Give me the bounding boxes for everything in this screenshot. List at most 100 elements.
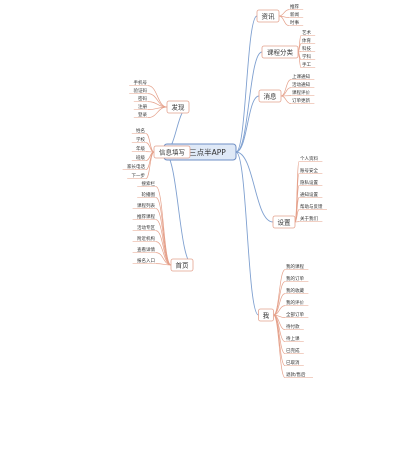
leaf-label: 上课通知 [292,73,310,80]
leaf-node[interactable]: 年级 [131,145,146,152]
leaf-node[interactable]: 学校 [131,136,146,143]
leaf-label: 艺术 [302,29,311,36]
leaf-node[interactable]: 全部订单 [285,311,309,318]
leaf-label: 班级 [136,154,145,161]
leaf-node[interactable]: 手工 [301,61,316,68]
leaf-node[interactable]: 推荐 [289,3,304,10]
connector-line [280,95,292,104]
leaf-label: 注册 [138,103,147,110]
branch-label: 设置 [278,218,292,227]
leaf-label: 登录 [138,111,147,118]
branch-zixun[interactable]: 资讯 [256,9,280,23]
leaf-node[interactable]: 艺术 [301,29,316,36]
leaf-node[interactable]: 活动通知 [291,81,315,88]
leaf-node[interactable]: 手机号 [129,79,148,86]
branch-xinxi[interactable]: 信息填写 [153,145,191,159]
leaf-label: 已取消 [286,359,300,366]
leaf-node[interactable]: 家长电话 [122,163,146,170]
leaf-node[interactable]: 密码 [133,95,148,102]
leaf-label: 隐私设置 [300,179,318,186]
leaf-node[interactable]: 课程评价 [291,89,315,96]
leaf-label: 待付款 [286,323,300,330]
branch-label: 信息填写 [159,148,185,157]
leaf-node[interactable]: 搜索栏 [137,180,156,187]
leaf-label: 退款/售后 [286,371,306,378]
connector-line [278,15,290,26]
leaf-node[interactable]: 我的订单 [285,275,309,282]
branch-label: 发现 [172,103,186,112]
leaf-label: 时事 [290,19,299,26]
leaf-label: 密码 [138,95,147,102]
leaf-node[interactable]: 隐私设置 [299,179,323,186]
leaf-node[interactable]: 个人资料 [299,155,323,162]
leaf-label: 推荐 [290,3,299,10]
branch-faxian[interactable]: 发现 [166,100,190,114]
connector-line [235,15,258,153]
leaf-node[interactable]: 已完成 [285,347,304,354]
connector-line [235,151,274,223]
leaf-node[interactable]: 体育 [301,37,316,44]
connector-line [145,151,155,179]
branch-xiaoxi[interactable]: 消息 [258,89,282,103]
leaf-label: 订单更新 [292,97,310,104]
leaf-node[interactable]: 我的课程 [285,263,309,270]
leaf-node[interactable]: 姓名 [131,127,146,134]
leaf-node[interactable]: 下一步 [127,173,146,179]
leaf-node[interactable]: 活动专区 [132,224,156,231]
leaf-label: 待上课 [286,335,300,342]
connector-line [155,263,172,266]
leaf-label: 活动通知 [292,81,310,88]
leaf-node[interactable]: 退款/售后 [285,371,313,378]
connector-line [273,314,286,378]
leaf-node[interactable]: 课程列表 [132,202,156,209]
leaf-node[interactable]: 账号安全 [299,167,323,174]
leaf-label: 查看详情 [137,246,155,253]
branch-wode[interactable]: 我 [258,308,274,322]
leaf-node[interactable]: 待付款 [285,323,304,330]
leaf-node[interactable]: 登录 [133,111,148,118]
leaf-node[interactable]: 关于我们 [299,215,323,222]
leaf-node[interactable]: 报名入口 [132,257,156,264]
branch-kecheng[interactable]: 课程分类 [261,45,299,59]
leaf-label: 活动专区 [137,224,155,231]
leaf-node[interactable]: 时事 [289,19,304,26]
leaf-node[interactable]: 新闻 [289,11,304,18]
leaf-label: 年级 [136,145,145,152]
leaf-label: 体育 [302,37,311,44]
leaf-node[interactable]: 附近机构 [132,235,156,242]
leaf-node[interactable]: 我的收藏 [285,287,309,294]
leaf-label: 全部订单 [286,311,304,318]
leaf-node[interactable]: 上课通知 [291,73,315,80]
connector-line [273,269,286,316]
leaf-node[interactable]: 注册 [133,103,148,110]
leaf-node[interactable]: 班级 [131,154,146,161]
leaf-node[interactable]: 我的评价 [285,299,309,306]
leaf-label: 手工 [302,61,311,68]
leaf-label: 新闻 [290,11,299,18]
leaf-node[interactable]: 科技 [301,45,316,52]
leaf-node[interactable]: 订单更新 [291,97,315,104]
leaf-node[interactable]: 验证码 [129,87,148,94]
leaf-label: 我的订单 [286,275,304,282]
branch-shouye[interactable]: 首页 [170,258,194,272]
connector-line [147,85,168,108]
leaf-node[interactable]: 推荐课程 [132,213,156,220]
leaf-node[interactable]: 轮播图 [137,191,156,198]
leaf-node[interactable]: 已取消 [285,359,304,366]
leaf-label: 搜索栏 [142,180,156,187]
leaf-node[interactable]: 帮助与反馈 [299,203,327,210]
leaf-label: 家长电话 [127,163,145,170]
leaf-node[interactable]: 待上课 [285,335,304,342]
branch-label: 首页 [176,261,190,270]
branch-shezhi[interactable]: 设置 [272,215,296,229]
leaf-label: 课程评价 [292,89,310,96]
leaf-label: 已完成 [286,347,300,354]
leaf-node[interactable]: 查看详情 [132,246,156,253]
leaf-label: 验证码 [134,87,148,94]
connector-line [235,51,263,153]
leaf-node[interactable]: 学科 [301,53,316,60]
branch-label: 消息 [264,92,278,101]
leaf-node[interactable]: 通知设置 [299,191,323,198]
leaf-label: 我的评价 [286,299,304,306]
